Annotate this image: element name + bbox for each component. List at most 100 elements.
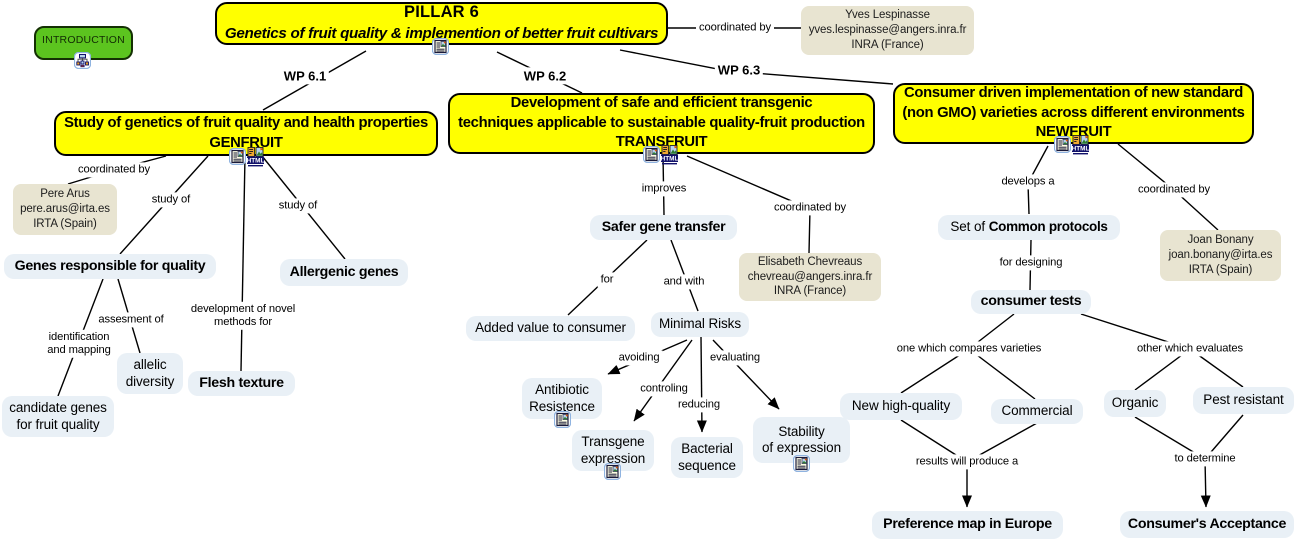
document-resource-icon[interactable] bbox=[554, 411, 571, 428]
node-added-value[interactable]: Added value to consumer bbox=[466, 316, 635, 341]
link-label-line: development of novel bbox=[190, 302, 296, 315]
node-label: diversity bbox=[125, 373, 175, 389]
node-transfruit[interactable]: Development of safe and efficient transg… bbox=[448, 93, 875, 154]
node-label: Safer gene transfer bbox=[601, 218, 726, 235]
link-label-line: methods for bbox=[214, 316, 272, 328]
link-label-line: and mapping bbox=[47, 344, 111, 356]
node-label: New high-quality bbox=[851, 398, 951, 414]
html-resource-icon[interactable] bbox=[247, 147, 264, 167]
contact-org: IRTA (Spain) bbox=[1188, 263, 1253, 276]
node-label: Antibiotic bbox=[535, 382, 589, 398]
node-genes-responsible[interactable]: Genes responsible for quality bbox=[4, 254, 216, 279]
node-pest-resistant[interactable]: Pest resistant bbox=[1193, 387, 1294, 414]
contact-pere-arus[interactable]: Pere Arus pere.arus@irta.es IRTA (Spain) bbox=[13, 184, 117, 235]
node-label: Commercial bbox=[1001, 403, 1073, 419]
contact-elisabeth-chevreaus[interactable]: Elisabeth Chevreaus chevreau@angers.inra… bbox=[739, 253, 881, 301]
node-genfruit[interactable]: Study of genetics of fruit quality and h… bbox=[54, 111, 438, 156]
link-label-avoiding: avoiding bbox=[615, 350, 663, 366]
document-resource-icon[interactable] bbox=[432, 38, 449, 55]
node-consumers-acceptance[interactable]: Consumer's Acceptance bbox=[1120, 511, 1294, 538]
pillar6-subtitle: Genetics of fruit quality & implemention… bbox=[224, 25, 659, 43]
node-label: candidate genes bbox=[9, 400, 107, 416]
document-resource-icon[interactable] bbox=[229, 148, 246, 165]
document-resource-icon[interactable] bbox=[793, 455, 810, 472]
node-newfruit[interactable]: Consumer driven implementation of new st… bbox=[893, 83, 1254, 144]
html-resource-icon[interactable] bbox=[1072, 135, 1089, 155]
node-minimal-risks[interactable]: Minimal Risks bbox=[651, 312, 749, 337]
document-resource-icon[interactable] bbox=[604, 463, 621, 480]
node-label: Genes responsible for quality bbox=[14, 257, 206, 274]
contact-org: IRTA (Spain) bbox=[33, 217, 97, 230]
link-label-controling: controling bbox=[637, 381, 691, 397]
genfruit-line2: GENFRUIT bbox=[209, 134, 283, 151]
node-preference-map[interactable]: Preference map in Europe bbox=[872, 511, 1063, 539]
contact-email: chevreau@angers.inra.fr bbox=[747, 270, 873, 283]
link-label-reducing: reducing bbox=[674, 397, 724, 413]
link-label-other-which-evaluates: other which evaluates bbox=[1133, 341, 1247, 357]
contact-name: Joan Bonany bbox=[1187, 234, 1254, 247]
node-label: of expression bbox=[762, 440, 841, 455]
newfruit-line3: NEWFRUIT bbox=[1035, 124, 1112, 141]
node-allelic-diversity[interactable]: allelic diversity bbox=[117, 353, 183, 394]
node-label: Preference map in Europe bbox=[883, 516, 1052, 533]
node-label: consumer tests bbox=[980, 293, 1082, 310]
contact-email: pere.arus@irta.es bbox=[20, 203, 110, 216]
node-label-bold: Common protocols bbox=[988, 219, 1108, 235]
newfruit-line1: Consumer driven implementation of new st… bbox=[904, 85, 1243, 101]
node-commercial[interactable]: Commercial bbox=[991, 399, 1083, 424]
link-label-evaluating: evaluating bbox=[706, 350, 764, 366]
transfruit-line1: Development of safe and efficient transg… bbox=[510, 95, 813, 111]
pillar6-title: PILLAR 6 bbox=[404, 3, 479, 22]
link-label-coordinated-by: coordinated by bbox=[75, 162, 153, 178]
node-label: sequence bbox=[678, 457, 736, 473]
genfruit-line1: Study of genetics of fruit quality and h… bbox=[64, 114, 428, 131]
contact-yves-lespinasse[interactable]: Yves Lespinasse yves.lespinasse@angers.i… bbox=[801, 6, 974, 55]
node-label: expression bbox=[580, 450, 646, 466]
node-label: allelic bbox=[133, 357, 167, 373]
contact-org: INRA (France) bbox=[851, 38, 924, 51]
link-label-results-will-produce: results will produce a bbox=[912, 454, 1022, 470]
link-label-to-determine: to determine bbox=[1171, 451, 1239, 467]
link-label-and-with: and with bbox=[660, 274, 708, 290]
document-resource-icon[interactable] bbox=[643, 146, 660, 163]
node-candidate-genes[interactable]: candidate genes for fruit quality bbox=[2, 396, 114, 437]
line-minimal-transgene bbox=[633, 339, 693, 422]
contact-email: joan.bonany@irta.es bbox=[1168, 249, 1273, 262]
node-label: Stability bbox=[778, 423, 825, 439]
contact-joan-bonany[interactable]: Joan Bonany joan.bonany@irta.es IRTA (Sp… bbox=[1160, 230, 1281, 281]
node-transgene-expression[interactable]: Transgene expression bbox=[572, 430, 654, 471]
node-bacterial-sequence[interactable]: Bacterial sequence bbox=[671, 437, 743, 478]
node-label: Organic bbox=[1111, 395, 1159, 411]
transfruit-line2: techniques applicable to sustainable qua… bbox=[458, 114, 865, 131]
node-new-high-quality[interactable]: New high-quality bbox=[840, 393, 962, 420]
newfruit-line2: (non GMO) varieties across different env… bbox=[902, 104, 1245, 121]
contact-name: Yves Lespinasse bbox=[845, 9, 930, 22]
link-label-identification-mapping: identification and mapping bbox=[44, 329, 114, 359]
html-resource-icon[interactable] bbox=[661, 145, 678, 165]
document-resource-icon[interactable] bbox=[1054, 136, 1071, 153]
node-flesh-texture[interactable]: Flesh texture bbox=[188, 371, 295, 396]
node-stability-expression[interactable]: Stability of expression bbox=[753, 417, 850, 463]
link-label-improves: improves bbox=[638, 181, 690, 197]
introduction-label: INTRODUCTION bbox=[42, 34, 125, 46]
contact-email: yves.lespinasse@angers.inra.fr bbox=[808, 24, 967, 37]
concept-map-icon[interactable] bbox=[74, 52, 91, 69]
node-consumer-tests[interactable]: consumer tests bbox=[971, 290, 1091, 314]
line-genfruit-flesh bbox=[240, 155, 246, 372]
node-safer-gene-transfer[interactable]: Safer gene transfer bbox=[590, 215, 737, 240]
link-label-coordinated-by: coordinated by bbox=[1135, 182, 1213, 198]
link-label-assesment-of: assesment of bbox=[95, 312, 167, 328]
node-set-of-common-protocols[interactable]: Set of Common protocols bbox=[938, 215, 1120, 240]
contact-name: Pere Arus bbox=[40, 188, 90, 201]
node-label: for fruit quality bbox=[16, 416, 100, 432]
link-label-one-which-compares: one which compares varieties bbox=[893, 341, 1045, 357]
node-organic[interactable]: Organic bbox=[1104, 390, 1166, 417]
node-label: Flesh texture bbox=[199, 374, 284, 391]
node-label: Bacterial bbox=[681, 441, 733, 457]
link-label-coordinated-by: coordinated by bbox=[696, 20, 774, 36]
link-label-for: for bbox=[597, 272, 617, 288]
node-pillar6[interactable]: PILLAR 6 Genetics of fruit quality & imp… bbox=[215, 2, 668, 45]
node-allergenic-genes[interactable]: Allergenic genes bbox=[280, 259, 408, 286]
line-onewhich-commercial bbox=[968, 348, 1036, 400]
